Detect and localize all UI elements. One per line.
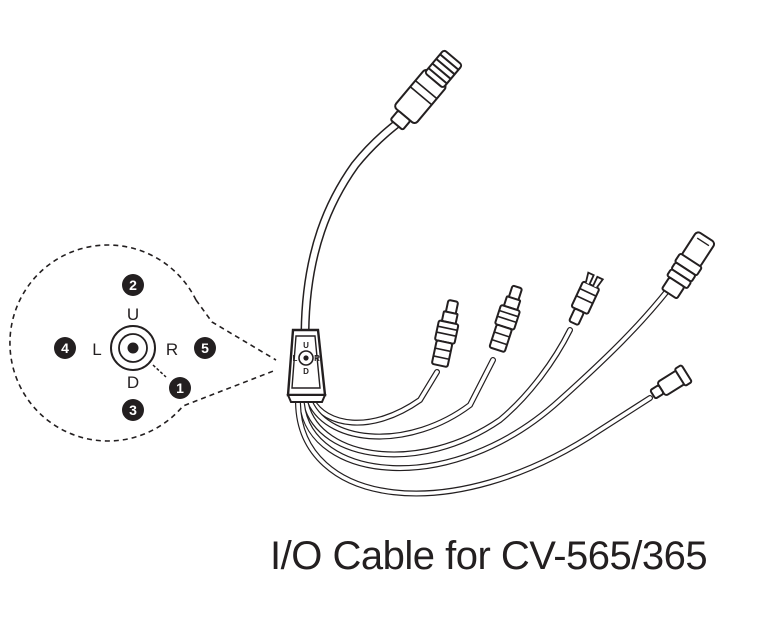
callout-badge-2: 2 (122, 274, 144, 296)
svg-text:1: 1 (176, 380, 184, 396)
cable-wires (295, 107, 671, 497)
joystick-label-right: R (166, 340, 178, 359)
top-round-connector (390, 49, 463, 131)
callout-badge-3: 3 (122, 399, 144, 421)
callout-badge-1: 1 (169, 377, 191, 399)
branch-cable-bnc-left (309, 369, 440, 426)
joystick-label-down: D (127, 373, 139, 392)
hub-label-right: R (314, 354, 320, 363)
hub-label-up: U (303, 341, 309, 350)
joystick-zoom-callout (9, 244, 277, 442)
svg-text:3: 3 (129, 402, 137, 418)
zoom-dashed-leader (195, 299, 277, 361)
cable-hub-housing: U D L R (286, 328, 327, 403)
svg-text:2: 2 (129, 277, 137, 293)
dc-jack-connector (661, 231, 716, 300)
svg-text:5: 5 (201, 340, 209, 356)
hub-label-down: D (303, 367, 309, 376)
terminal-plug (568, 271, 605, 326)
diagram-caption: I/O Cable for CV-565/365 (270, 534, 708, 578)
joystick-label-left: L (92, 340, 101, 359)
callout-1-leader (152, 364, 167, 378)
joystick-center-dot (127, 342, 139, 354)
callout-badge-4: 4 (54, 337, 76, 359)
joystick-detail: U D L R 2 3 4 5 1 (54, 274, 216, 421)
branch-cable-bnc-right (307, 357, 496, 440)
bnc-connector-right (488, 284, 523, 353)
callout-badge-5: 5 (194, 337, 216, 359)
zoom-dashed-outline (9, 244, 277, 442)
bnc-connector-left (431, 299, 460, 368)
joystick-label-up: U (127, 305, 139, 324)
svg-text:4: 4 (61, 340, 69, 356)
hub-label-left: L (293, 354, 298, 363)
small-plug-connector (649, 364, 693, 400)
hub-joystick-dot (303, 355, 309, 361)
